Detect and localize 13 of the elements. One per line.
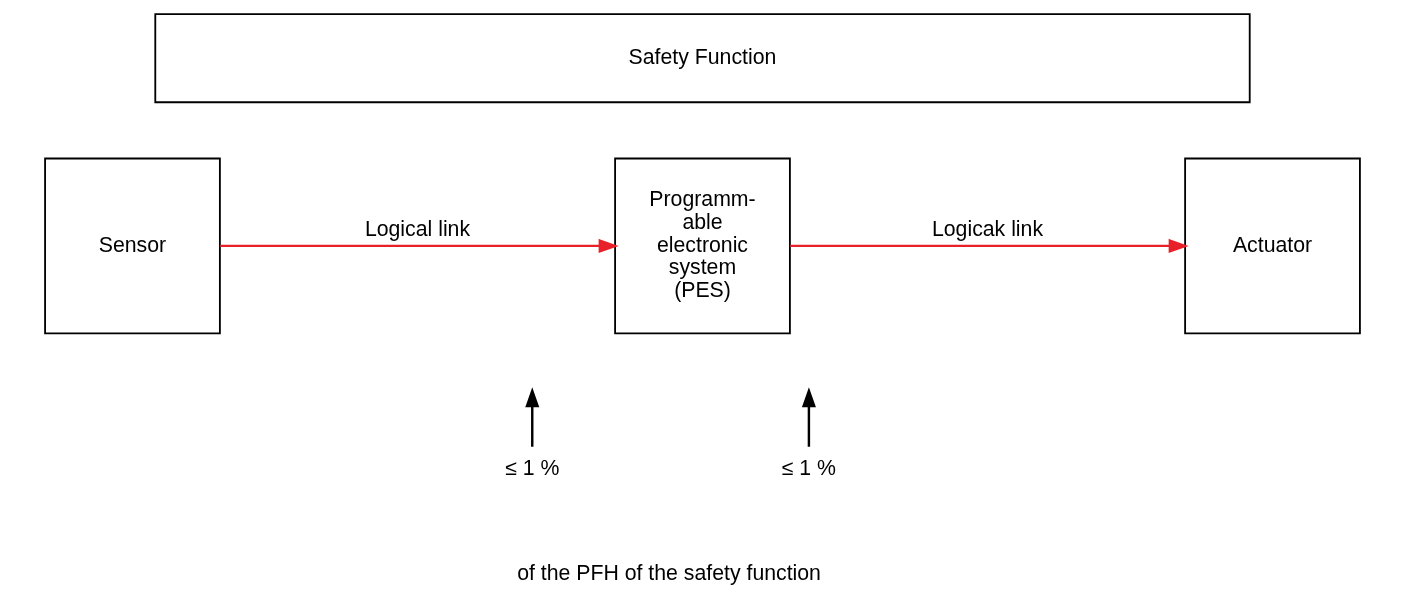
arrow — [525, 387, 540, 447]
label: of the PFH of the safety function — [517, 561, 821, 586]
edge-label: Logicak link — [931, 216, 1044, 241]
arrow — [220, 238, 619, 253]
node-box: Actuator — [1184, 157, 1361, 335]
edge-label: Logical link — [364, 216, 471, 241]
node-box: Safety Function — [154, 13, 1251, 104]
arrow — [801, 387, 816, 447]
arrow — [790, 238, 1189, 253]
node-box: Programm- able electronic system (PES) — [614, 157, 791, 335]
node-text: ≤ 1 % — [781, 455, 837, 480]
node-text: ≤ 1 % — [505, 455, 560, 480]
node-box: Sensor — [44, 157, 221, 335]
